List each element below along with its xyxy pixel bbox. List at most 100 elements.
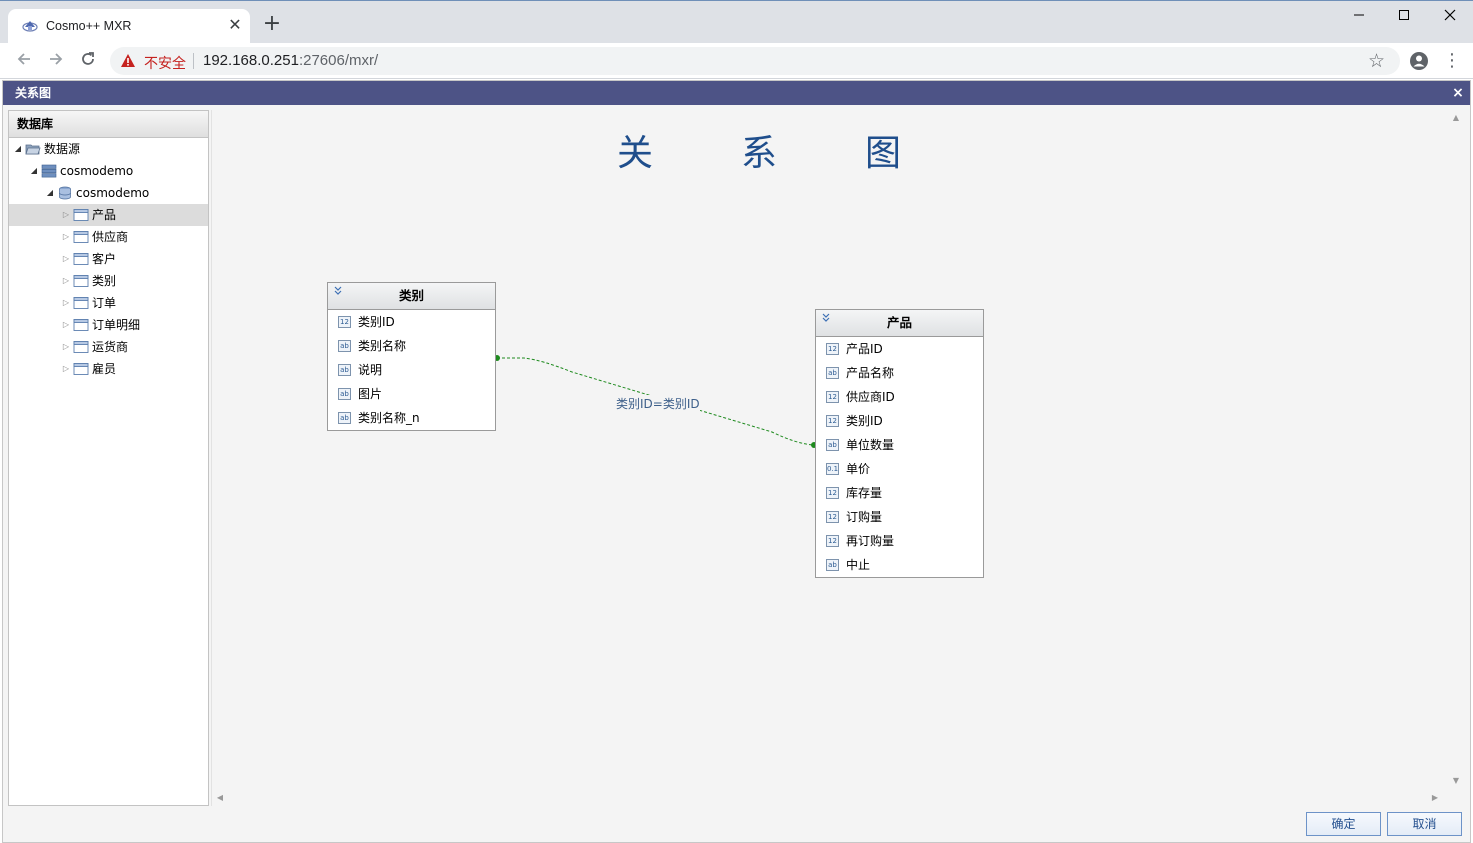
tree-label: 客户 <box>92 252 117 266</box>
address-bar[interactable]: 不安全 192.168.0.251:27606/mxr/ ☆ <box>110 47 1400 75</box>
tree-node-server[interactable]: ◢ cosmodemo <box>9 160 208 182</box>
dialog-title: 关系图 <box>15 86 52 100</box>
tree-label: 订单明细 <box>92 318 141 332</box>
confirm-button[interactable]: 确定 <box>1306 812 1381 836</box>
collapsed-arrow-icon[interactable]: ▷ <box>62 364 70 373</box>
diagram-title-char: 系 <box>741 133 866 174</box>
scroll-right-icon[interactable]: ▶ <box>1431 793 1439 802</box>
arrow-left-icon <box>17 53 30 65</box>
table-icon <box>73 363 89 375</box>
collapse-chevron-icon[interactable] <box>821 313 831 325</box>
tree-node-table[interactable]: ▷供应商 <box>9 226 208 248</box>
field-type-icon: 12 <box>826 391 839 403</box>
tree-label: cosmodemo <box>76 186 150 200</box>
bookmark-star-icon[interactable]: ☆ <box>1368 50 1386 72</box>
collapsed-arrow-icon[interactable]: ▷ <box>62 298 70 307</box>
database-tree-panel: 数据库 ◢ 数据源 ◢ cosmodemo ◢ cosmodemo ▷产品▷供应… <box>8 110 209 806</box>
dialog-close-icon[interactable]: × <box>1452 85 1464 101</box>
scroll-left-icon[interactable]: ◀ <box>216 793 224 802</box>
url-text[interactable]: 192.168.0.251:27606/mxr/ <box>203 52 378 69</box>
collapsed-arrow-icon[interactable]: ▷ <box>62 342 70 351</box>
scroll-up-icon[interactable]: ▲ <box>1452 113 1460 122</box>
tree-node-table[interactable]: ▷ 类别 <box>9 270 208 292</box>
new-tab-button[interactable]: + <box>262 11 282 36</box>
entity-field[interactable]: 12 库存量 <box>816 481 983 505</box>
browser-tab-strip: Cosmo++ MXR ✕ + <box>0 0 1473 44</box>
entity-header[interactable]: 类别 <box>328 283 495 310</box>
field-label: 产品ID <box>846 342 883 356</box>
relationship-connector <box>497 357 815 446</box>
horizontal-scrollbar[interactable]: ◀ ▶ <box>211 790 1446 806</box>
browser-tab[interactable]: Cosmo++ MXR ✕ <box>8 9 250 44</box>
tree-label: cosmodemo <box>60 164 134 178</box>
window-minimize-button[interactable] <box>1336 5 1382 29</box>
expanded-arrow-icon[interactable]: ◢ <box>30 166 38 175</box>
tree-node-table[interactable]: ▷ 雇员 <box>9 358 208 380</box>
collapsed-arrow-icon[interactable]: ▷ <box>62 210 70 219</box>
field-label: 中止 <box>846 558 871 572</box>
window-close-button[interactable] <box>1427 5 1473 29</box>
profile-avatar-icon[interactable] <box>1409 51 1429 71</box>
expanded-arrow-icon[interactable]: ◢ <box>14 144 22 153</box>
forward-button[interactable] <box>45 50 67 72</box>
field-type-icon: 12 <box>826 511 839 523</box>
tree-node-database[interactable]: ◢ cosmodemo <box>9 182 208 204</box>
field-label: 类别名称_n <box>358 411 420 425</box>
tree-node-table[interactable]: ▷ 订单 <box>9 292 208 314</box>
vertical-scrollbar[interactable]: ▲ ▼ <box>1446 110 1467 806</box>
tree-label: 订单 <box>92 296 117 310</box>
tree-label: 雇员 <box>92 362 117 376</box>
security-status[interactable]: 不安全 <box>144 55 186 71</box>
scroll-down-icon[interactable]: ▼ <box>1452 776 1460 785</box>
tree-label: 类别 <box>92 274 117 288</box>
collapsed-arrow-icon[interactable]: ▷ <box>62 232 70 241</box>
tree-node-datasource[interactable]: ◢ 数据源 <box>9 138 208 160</box>
entity-name: 类别 <box>398 288 424 303</box>
field-type-icon: 0.1 <box>826 463 839 475</box>
collapsed-arrow-icon[interactable]: ▷ <box>62 320 70 329</box>
collapsed-arrow-icon[interactable]: ▷ <box>62 254 70 263</box>
expanded-arrow-icon[interactable]: ◢ <box>46 188 54 197</box>
tree-node-table[interactable]: ▷产品 <box>9 204 208 226</box>
back-button[interactable] <box>13 50 35 72</box>
browser-menu-icon[interactable]: ⋮ <box>1443 50 1461 71</box>
collapse-chevron-icon[interactable] <box>333 286 343 298</box>
relationship-label[interactable]: 类别ID=类别ID <box>616 395 700 412</box>
url-host: 192.168.0.251 <box>203 52 299 69</box>
tree-node-table[interactable]: ▷运货商 <box>9 336 208 358</box>
tab-close-icon[interactable]: ✕ <box>228 15 242 34</box>
window-maximize-button[interactable] <box>1381 5 1427 29</box>
arrow-right-icon <box>50 53 63 65</box>
reload-button[interactable] <box>77 50 99 72</box>
database-icon <box>59 186 71 200</box>
reload-icon <box>82 52 94 65</box>
table-list: ▷产品▷供应商▷客户▷类别▷订单▷订单明细▷运货商▷雇员 <box>9 204 208 380</box>
table-icon <box>73 231 89 243</box>
cancel-button[interactable]: 取消 <box>1387 812 1462 836</box>
entity-header[interactable]: 产品 <box>816 310 983 337</box>
tree-node-table[interactable]: ▷ 订单明细 <box>9 314 208 336</box>
collapsed-arrow-icon[interactable]: ▷ <box>62 276 70 285</box>
tree-node-table[interactable]: ▷ 客户 <box>9 248 208 270</box>
field-type-icon: ab <box>338 364 351 376</box>
url-path: :27606/mxr/ <box>298 52 379 69</box>
field-type-icon: 12 <box>826 487 839 499</box>
field-label: 库存量 <box>846 486 883 500</box>
